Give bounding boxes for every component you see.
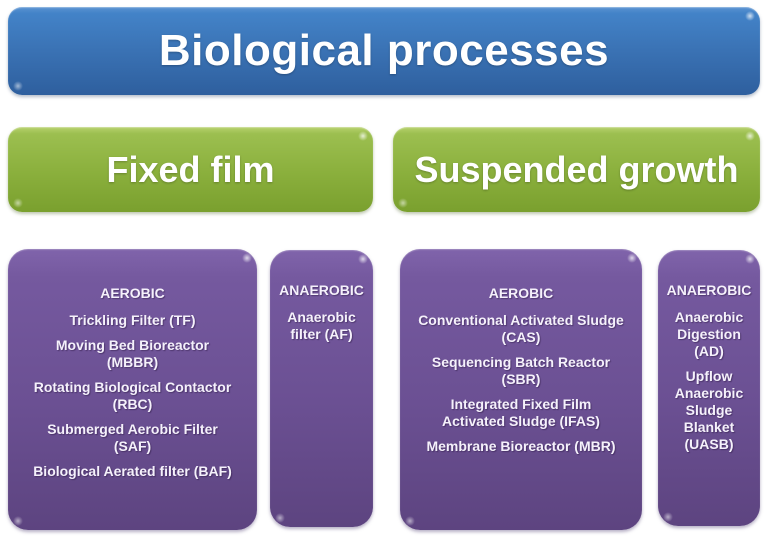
- anaerobic-heading: ANAEROBIC: [279, 282, 364, 298]
- process-item-anaerobic-filter: Anaerobic filter (AF): [287, 309, 356, 342]
- process-item-upflow-anaerobic-sludge-blanket: Upflow Anaerobic Sludge Blanket (UASB): [674, 368, 744, 452]
- title-box: Biological processes: [8, 7, 760, 95]
- process-item-integrated-fixed-film-activated-sludge: Integrated Fixed Film Activated Sludge (…: [442, 396, 600, 429]
- process-item-anaerobic-digestion: Anaerobic Digestion (AD): [674, 309, 744, 359]
- anaerobic-heading: ANAEROBIC: [666, 282, 752, 298]
- process-item-conventional-activated-sludge: Conventional Activated Sludge (CAS): [418, 312, 624, 345]
- process-item-biological-aerated-filter: Biological Aerated filter (BAF): [33, 463, 232, 479]
- process-box-fixed-film-anaerobic: ANAEROBIC Anaerobic filter (AF): [270, 250, 373, 527]
- process-box-suspended-growth-anaerobic: ANAEROBIC Anaerobic Digestion (AD) Upflo…: [658, 250, 760, 526]
- process-item-moving-bed-bioreactor: Moving Bed Bioreactor (MBBR): [55, 337, 210, 370]
- branch-label-suspended-growth: Suspended growth: [414, 148, 739, 190]
- process-item-membrane-bioreactor: Membrane Bioreactor (MBR): [426, 438, 616, 454]
- process-box-suspended-growth-aerobic: AEROBIC Conventional Activated Sludge (C…: [400, 249, 642, 530]
- aerobic-heading: AEROBIC: [488, 285, 554, 301]
- aerobic-heading: AEROBIC: [100, 285, 165, 301]
- process-box-fixed-film-aerobic: AEROBIC Trickling Filter (TF) Moving Bed…: [8, 249, 257, 530]
- process-item-sequencing-batch-reactor: Sequencing Batch Reactor (SBR): [431, 354, 611, 387]
- process-item-submerged-aerobic-filter: Submerged Aerobic Filter (SAF): [47, 421, 218, 454]
- process-item-rotating-biological-contactor: Rotating Biological Contactor (RBC): [33, 379, 232, 412]
- branch-box-suspended-growth: Suspended growth: [393, 127, 760, 212]
- diagram-title: Biological processes: [158, 26, 610, 75]
- branch-label-fixed-film: Fixed film: [106, 148, 275, 190]
- process-item-trickling-filter: Trickling Filter (TF): [69, 312, 196, 328]
- branch-box-fixed-film: Fixed film: [8, 127, 373, 212]
